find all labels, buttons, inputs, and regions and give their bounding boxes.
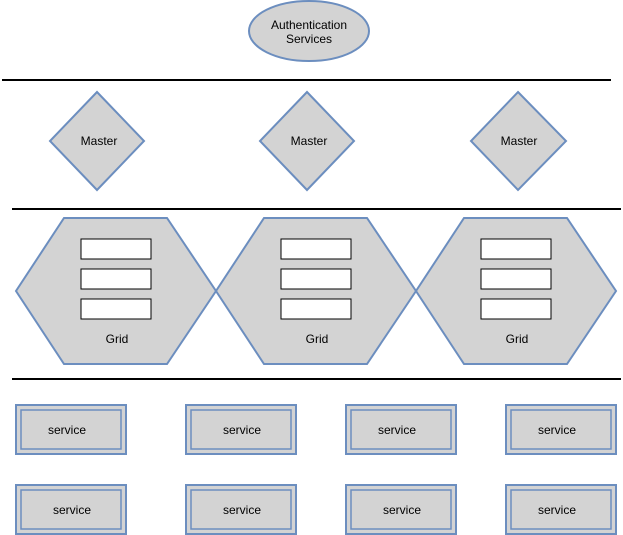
grid-slot [80, 298, 152, 320]
service-inner [350, 489, 452, 530]
auth-services-label-line2: Services [286, 32, 332, 46]
service-outer [15, 484, 127, 535]
grid-label: Grid [506, 332, 529, 346]
service-inner [510, 489, 612, 530]
master-label: Master [501, 134, 538, 148]
service-outer [15, 404, 127, 455]
master-label: Master [291, 134, 328, 148]
service-outer [505, 404, 617, 455]
grid-label: Grid [306, 332, 329, 346]
grid-slot [80, 268, 152, 290]
service-inner [190, 489, 292, 530]
service-outer [185, 484, 297, 535]
grid-label: Grid [106, 332, 129, 346]
grid-slot [80, 238, 152, 260]
grid-slot [480, 298, 552, 320]
grid-slot [280, 238, 352, 260]
master-node-2: Master [258, 90, 356, 192]
service-outer [505, 484, 617, 535]
grid-slot [280, 268, 352, 290]
service-inner [20, 489, 122, 530]
master-diamond [469, 90, 568, 192]
service-box-r2-1: service [15, 484, 127, 535]
service-box-r1-4: service [505, 404, 617, 455]
service-label: service [538, 423, 576, 437]
grid-hexagon [214, 217, 418, 365]
grid-hexagon [14, 217, 218, 365]
service-label: service [538, 503, 576, 517]
auth-services-label-line1: Authentication [271, 18, 347, 32]
grid-node-3: Grid [414, 217, 618, 365]
service-box-r1-2: service [185, 404, 297, 455]
service-box-r1-3: service [345, 404, 457, 455]
service-outer [345, 484, 457, 535]
service-box-r2-3: service [345, 484, 457, 535]
service-inner [20, 409, 122, 450]
service-box-r2-4: service [505, 484, 617, 535]
grid-hexagon [414, 217, 618, 365]
grid-slot [280, 298, 352, 320]
grid-slot [480, 268, 552, 290]
service-inner [190, 409, 292, 450]
master-diamond [258, 90, 356, 192]
service-label: service [53, 503, 91, 517]
master-node-1: Master [48, 90, 146, 192]
service-outer [345, 404, 457, 455]
grid-slot [480, 238, 552, 260]
auth-services-ellipse [248, 0, 370, 62]
master-diamond [48, 90, 146, 192]
service-label: service [48, 423, 86, 437]
master-node-3: Master [469, 90, 568, 192]
service-inner [510, 409, 612, 450]
auth-services-node: Authentication Services [248, 0, 370, 62]
service-box-r1-1: service [15, 404, 127, 455]
service-box-r2-2: service [185, 484, 297, 535]
grid-node-1: Grid [14, 217, 218, 365]
service-inner [350, 409, 452, 450]
service-label: service [223, 503, 261, 517]
service-label: service [223, 423, 261, 437]
grid-node-2: Grid [214, 217, 418, 365]
service-label: service [383, 503, 421, 517]
service-label: service [378, 423, 416, 437]
master-label: Master [81, 134, 118, 148]
service-outer [185, 404, 297, 455]
